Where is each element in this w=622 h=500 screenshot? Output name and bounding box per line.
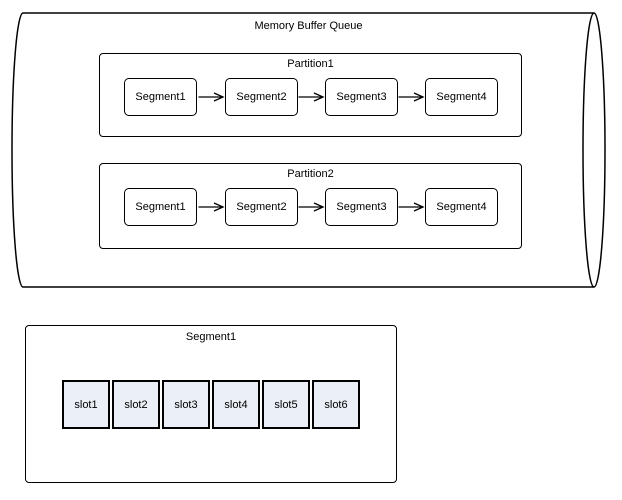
queue-title: Memory Buffer Queue xyxy=(254,20,363,32)
segment-label: Segment3 xyxy=(336,91,387,103)
cylinder-left-cap xyxy=(11,12,24,288)
slot-1: slot1 xyxy=(62,380,110,429)
slot-label: slot5 xyxy=(274,398,298,411)
partition-2-segment-2: Segment2 xyxy=(225,188,298,226)
segment-label: Segment3 xyxy=(336,201,387,213)
partition-2-segment-4: Segment4 xyxy=(425,188,498,226)
slot-label: slot4 xyxy=(224,398,248,411)
segment-label: Segment2 xyxy=(236,201,287,213)
partition-1-segment-4: Segment4 xyxy=(425,78,498,116)
partition-2-segment-3: Segment3 xyxy=(325,188,398,226)
segment-label: Segment4 xyxy=(436,201,487,213)
slot-label: slot3 xyxy=(174,398,198,411)
segment-label: Segment4 xyxy=(436,91,487,103)
partition-1-box: Partition1 xyxy=(99,53,522,137)
partition-1-label: Partition1 xyxy=(287,58,334,70)
cylinder-body-lines xyxy=(23,12,594,288)
slot-5: slot5 xyxy=(262,380,310,429)
segment-label: Segment2 xyxy=(236,91,287,103)
slot-label: slot1 xyxy=(74,398,98,411)
partition-2-segment-1: Segment1 xyxy=(124,188,197,226)
queue-cylinder-shape xyxy=(11,12,606,288)
partition-2-box: Partition2 xyxy=(99,163,522,249)
partition-1-segment-2: Segment2 xyxy=(225,78,298,116)
partition-1-segment-1: Segment1 xyxy=(124,78,197,116)
slot-4: slot4 xyxy=(212,380,260,429)
slot-3: slot3 xyxy=(162,380,210,429)
slot-label: slot2 xyxy=(124,398,148,411)
segment-label: Segment1 xyxy=(135,201,186,213)
segment-detail-title: Segment1 xyxy=(185,331,237,343)
partition-1-segment-3: Segment3 xyxy=(325,78,398,116)
partition-2-label: Partition2 xyxy=(287,168,334,180)
slot-6: slot6 xyxy=(312,380,360,429)
segment-label: Segment1 xyxy=(135,91,186,103)
cylinder-right-cap xyxy=(582,12,606,288)
slot-label: slot6 xyxy=(324,398,348,411)
slot-2: slot2 xyxy=(112,380,160,429)
